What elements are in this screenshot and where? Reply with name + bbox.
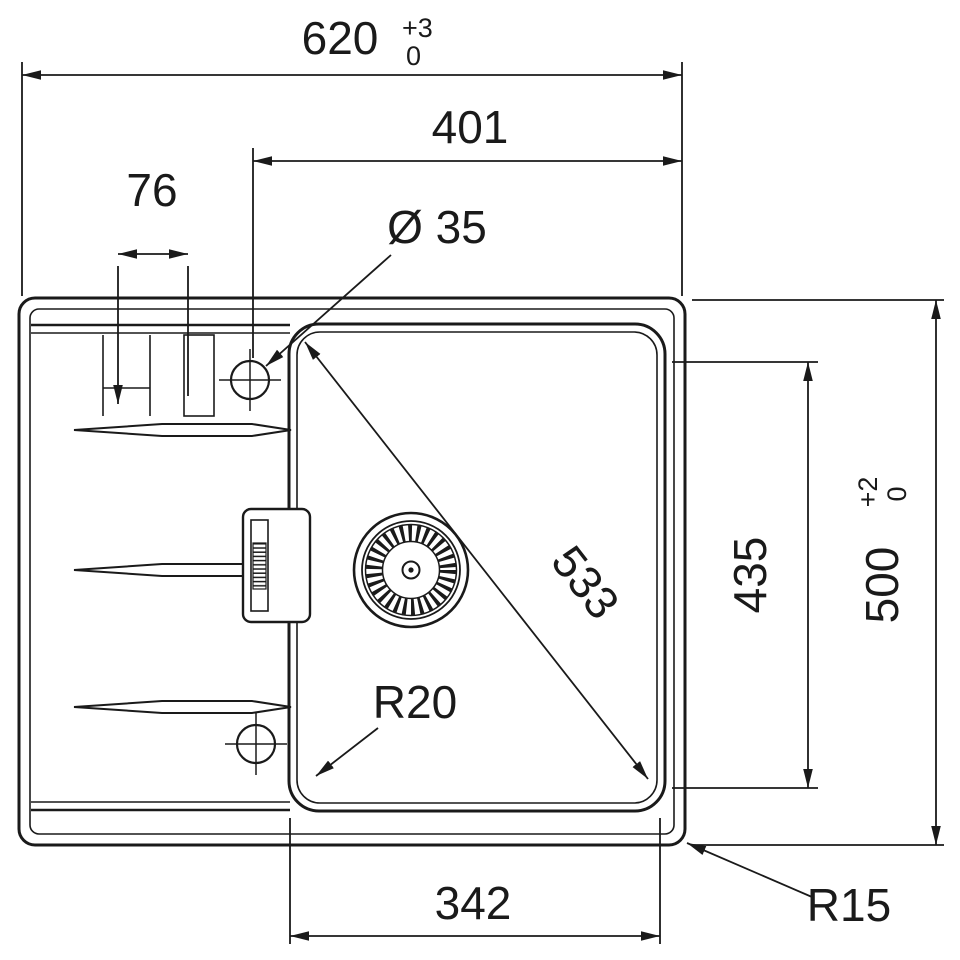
dim-bowl-width-bottom: [289, 818, 661, 944]
dim-overall-width: [21, 62, 683, 296]
label-bowl-height: 435: [724, 537, 776, 614]
label-overall-width: 620: [302, 12, 379, 64]
label-bowl-width-bottom: 342: [435, 877, 512, 929]
bowl-outline: [287, 322, 667, 813]
label-overall-width-tol-plus: +3: [402, 13, 433, 43]
overflow-fitting: [241, 507, 312, 624]
drainboard-top-detail: [102, 334, 215, 417]
label-tap-hole-diameter: Ø 35: [387, 201, 487, 253]
groove-top: [73, 423, 292, 437]
label-overall-height-tol-minus: 0: [882, 486, 912, 501]
label-left-offset: 76: [126, 164, 177, 216]
label-bowl-diagonal: 533: [541, 536, 629, 628]
dim-outer-corner-radius-leader: [686, 842, 813, 898]
groove-bottom: [73, 700, 292, 714]
tap-hole-bottom: [225, 713, 287, 775]
dim-bowl-width-top: [252, 148, 682, 358]
drain: [352, 511, 470, 629]
dim-tap-hole-leader: [265, 254, 392, 367]
dim-bowl-diagonal: [304, 341, 649, 780]
label-outer-corner-radius: R15: [807, 879, 891, 931]
label-overall-height-tol-plus: +2: [853, 477, 883, 508]
sink-outline: [17, 296, 687, 847]
label-bowl-corner-radius: R20: [373, 676, 457, 728]
dim-bowl-corner-radius-leader: [315, 727, 379, 777]
dim-overall-height: [692, 299, 944, 846]
label-overall-height: 500: [856, 547, 908, 624]
dim-bowl-height: [672, 361, 818, 789]
dim-left-offset: [113, 249, 189, 404]
label-overall-width-tol-minus: 0: [406, 41, 421, 71]
drainboard-rim-lines: [31, 323, 290, 812]
label-bowl-width-top: 401: [432, 101, 509, 153]
drainboard-grooves: [73, 423, 292, 714]
tap-hole-top: [219, 349, 281, 411]
